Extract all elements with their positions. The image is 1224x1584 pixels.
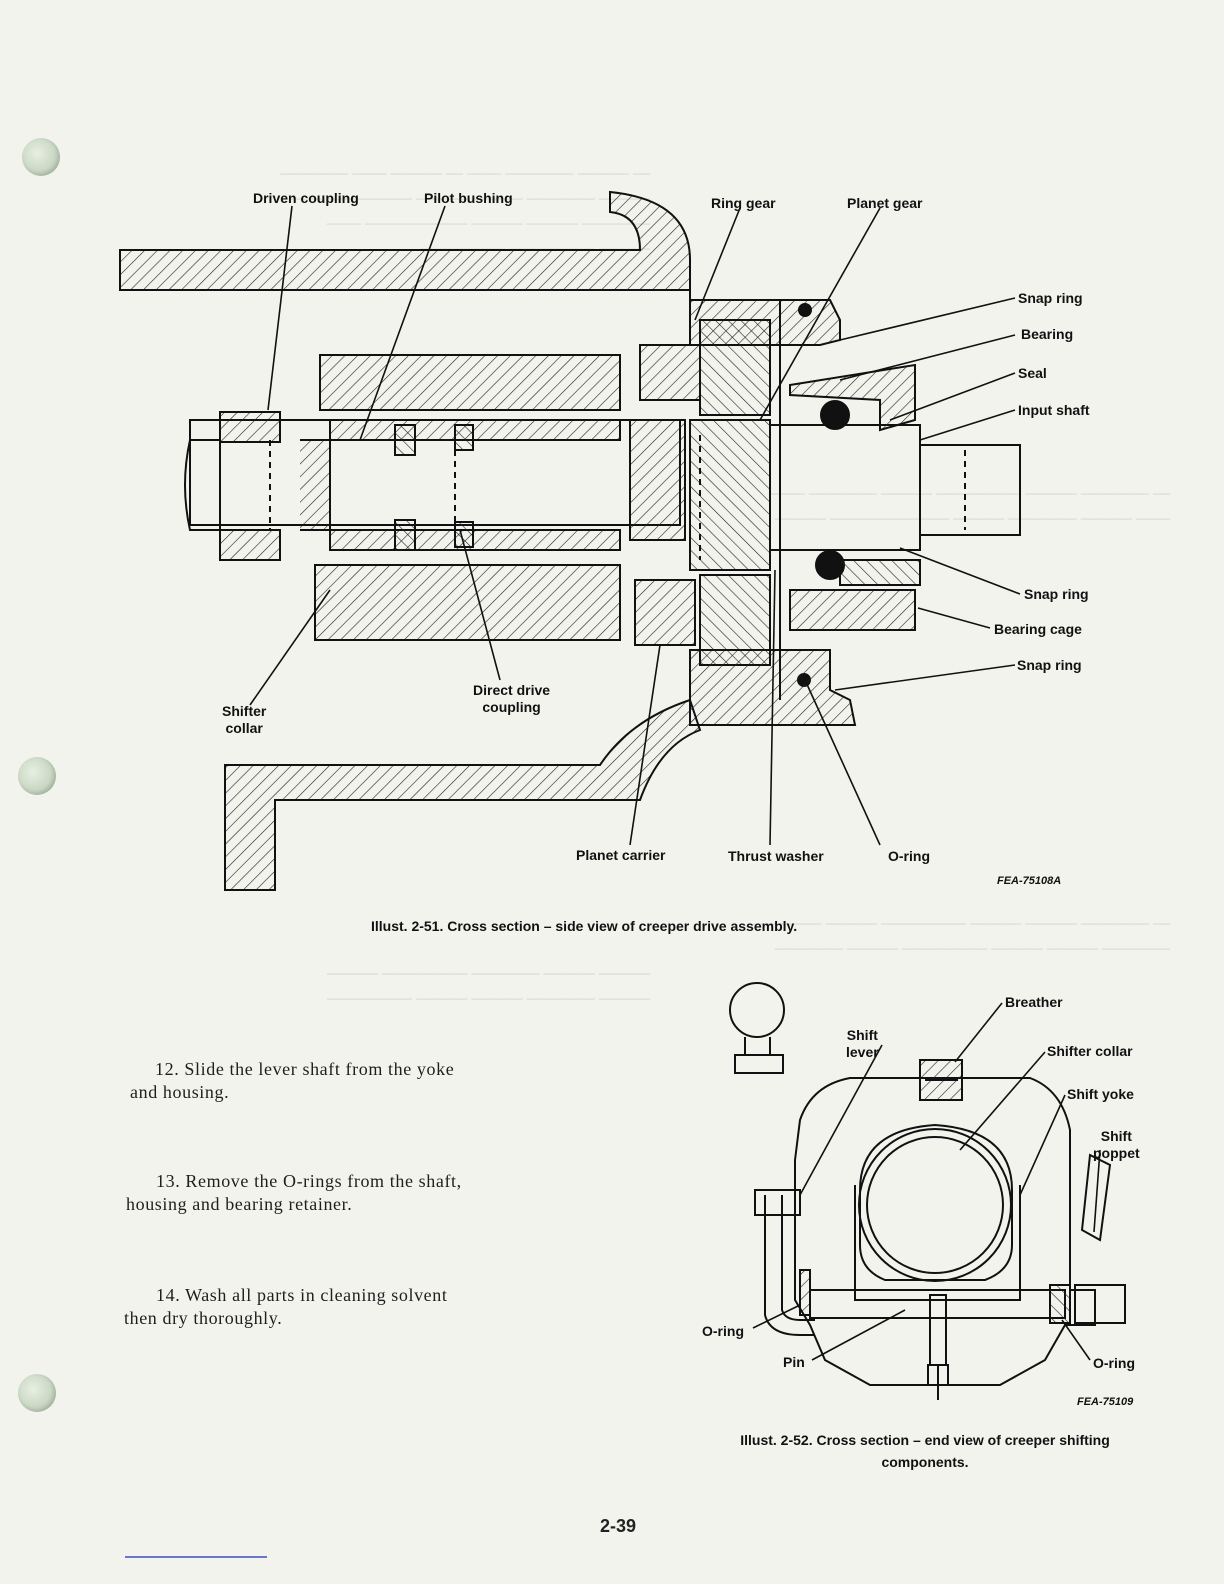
label-input-shaft: Input shaft [1018,402,1090,418]
figure-code-52: FEA-75109 [1077,1396,1134,1408]
binder-hole-middle [18,757,56,795]
step-13: 13. Remove the O-rings from the shaft, h… [126,1171,462,1214]
label-shift-lever: Shift lever [846,1027,879,1060]
caption-fig52: Illust. 2-52. Cross section – end view o… [740,1432,1110,1470]
leader-lines-fig51 [249,205,1021,846]
leader-lines-fig52 [752,1002,1101,1361]
label-thrust-washer: Thrust washer [728,848,824,864]
label-snap-ring-3: Snap ring [1017,657,1082,673]
label-breather: Breather [1005,994,1063,1010]
step-12: 12. Slide the lever shaft from the yoke … [130,1059,455,1102]
figure-code-51: FEA-75108A [997,875,1062,887]
label-o-ring-right: O-ring [1093,1355,1135,1371]
label-snap-ring-1: Snap ring [1018,290,1083,306]
binder-hole-top [22,138,60,176]
label-snap-ring-2: Snap ring [1024,586,1089,602]
label-shifter-collar-end: Shifter collar [1047,1043,1133,1059]
caption-fig51: Illust. 2-51. Cross section – side view … [371,918,798,934]
label-bearing: Bearing [1021,326,1074,342]
label-shift-poppet: Shift poppet [1093,1128,1140,1161]
binder-hole-bottom [18,1374,56,1412]
label-shift-yoke: Shift yoke [1067,1086,1134,1102]
label-o-ring-left: O-ring [702,1323,744,1339]
step-14: 14. Wash all parts in cleaning solvent t… [124,1285,448,1328]
creeper-drive-side-view [119,190,1021,891]
label-ring-gear: Ring gear [711,195,776,211]
label-direct-drive-coupling: Direct drive coupling [473,682,551,715]
label-planet-gear: Planet gear [847,195,923,211]
label-o-ring: O-ring [888,848,930,864]
label-shifter-collar: Shifter collar [222,703,267,736]
label-pin: Pin [783,1354,805,1370]
creeper-shifting-end-view [729,982,1126,1400]
label-driven-coupling: Driven coupling [253,190,359,206]
label-planet-carrier: Planet carrier [576,847,666,863]
label-bearing-cage: Bearing cage [994,621,1082,637]
label-seal: Seal [1018,365,1047,381]
label-pilot-bushing: Pilot bushing [424,190,513,206]
page-number: 2-39 [600,1516,637,1536]
